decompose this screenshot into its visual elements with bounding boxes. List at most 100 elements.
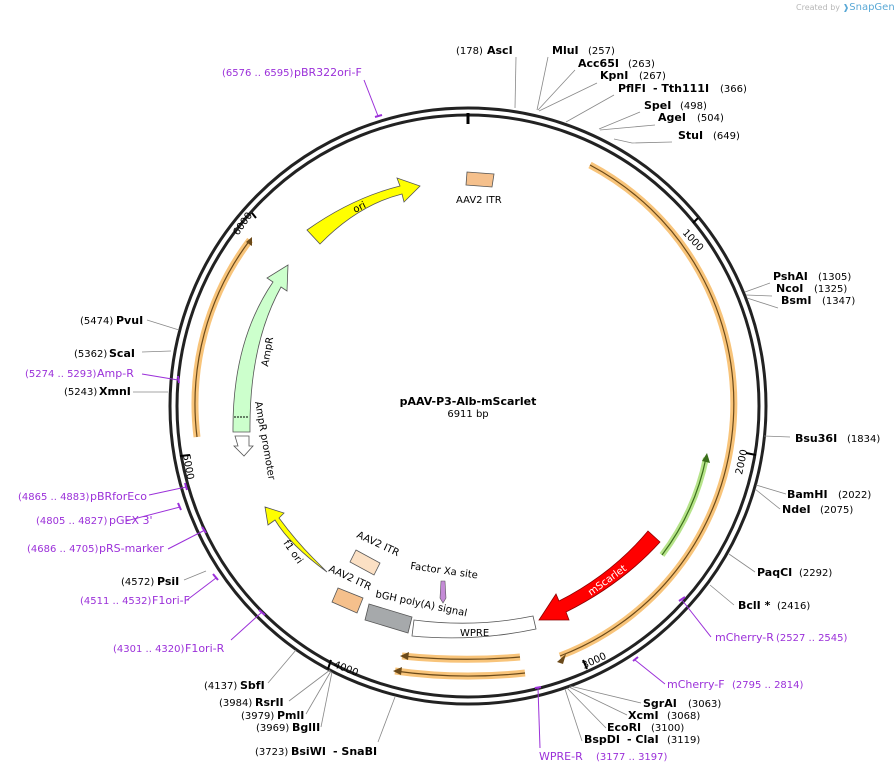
plasmid-name: pAAV-P3-Alb-mScarlet [400,395,537,408]
factor-xa-feature [439,580,447,604]
enzyme-pvuI-pos: (5474) [80,316,113,327]
enzyme-bamHI-pos: (2022) [838,490,871,501]
orf-arc-left-line [194,239,251,438]
enzyme-sbfI: SbfI [240,679,265,692]
enzyme-claI: - ClaI [627,733,659,746]
enzyme-bsiWI: BsiWI [291,745,326,758]
plasmid-size: 6911 bp [447,409,488,420]
orf-arc-bottom2-line [394,670,526,677]
primer-f1ori-f: F1ori-F [152,594,190,607]
aav2-itr-mid-feature [349,549,381,576]
snapgene-logo-icon: ❱ [842,3,850,12]
primer-pgex3-range: (4805 .. 4827) [36,516,108,527]
wpre-label: WPRE [460,628,489,639]
enzyme-sbfI-pos: (4137) [204,681,237,692]
enzyme-stuI-pos: (649) [713,131,740,142]
orf-arc-bottom1-line [401,655,521,660]
mscarlet-feature [538,530,661,621]
enzyme-rsrII-pos: (3984) [219,698,252,709]
enzyme-pflFI-pos: (366) [720,84,747,95]
enzyme-paqCI: PaqCI [757,566,792,579]
enzyme-scaI-pos: (5362) [74,349,107,360]
primer-mcherry-r: mCherry-R [715,631,774,644]
enzyme-psiI-pos: (4572) [121,577,154,588]
enzyme-acc65I: Acc65I [578,57,619,70]
primer-mcherry-f-range: (2795 .. 2814) [732,680,804,691]
f1-ori-feature [264,506,328,573]
tick-5000: 5000 [180,454,195,481]
enzyme-bglII-pos: (3969) [256,723,289,734]
ampr-label: AmpR [260,336,276,367]
aav2-itr-low-feature [331,587,364,614]
enzyme-stuI: StuI [678,129,703,142]
enzyme-bclI-pos: (2416) [777,601,810,612]
enzyme-pshAI-pos: (1305) [818,272,851,283]
enzyme-psiI: PsiI [157,575,179,588]
primer-f1ori-f-range: (4511 .. 4532) [80,596,152,607]
enzyme-kpnI: KpnI [600,69,628,82]
enzyme-bamHI: BamHI [787,488,828,501]
green-orf-arc-line [661,457,707,556]
backbone-outer [168,106,768,706]
enzyme-xmnI-pos: (5243) [64,387,97,398]
enzyme-ascI-pos: (178) [456,46,483,57]
factor-xa-label: Factor Xa site [410,561,479,581]
enzyme-pflFI: PflFI [618,82,646,95]
credit: Created by ❱SnapGene [796,2,894,13]
enzyme-labels: (178) AscI MluI (257) Acc65I (263) KpnI … [64,44,880,758]
enzyme-ncoI: NcoI [776,282,803,295]
primer-pbr322ori-f: pBR322ori-F [294,66,362,79]
primer-prs-marker: pRS-marker [99,542,164,555]
enzyme-bspDI: BspDI [584,733,620,746]
enzyme-bsiWI-pos: (3723) [255,747,288,758]
enzyme-sgrAI-pos: (3063) [688,699,721,710]
enzyme-snaBI: - SnaBI [333,745,377,758]
ampr-promoter-feature [233,435,254,457]
enzyme-ascI: AscI [487,44,513,57]
primer-amp-r: Amp-R [97,367,134,380]
bgh-polya-feature [364,603,413,634]
orf-arc-right-arrow [557,654,566,664]
enzyme-bglII: BglII [292,721,320,734]
enzyme-acc65I-pos: (263) [628,59,655,70]
enzyme-pmlI-pos: (3979) [241,711,274,722]
orf-arc-bottom1-arrow [400,652,409,660]
primer-mcherry-r-range: (2527 .. 2545) [776,633,848,644]
primer-marks [177,114,686,689]
primer-f1ori-r-range: (4301 .. 4320) [113,644,185,655]
orf-arc-right-line [559,164,735,657]
primer-wpre-r-range: (3177 .. 3197) [596,752,668,763]
primer-pbr322ori-f-range: (6576 .. 6595) [222,68,294,79]
aav2-itr-top-feature [465,171,495,188]
primer-prs-marker-range: (4686 .. 4705) [27,544,99,555]
f1-ori-label: f1 ori [281,538,305,566]
ori-feature [306,177,421,245]
enzyme-ageI-pos: (504) [697,113,724,124]
tick-6000-mark [251,212,257,219]
primer-labels: (6576 .. 6595) pBR322ori-F (5274 .. 5293… [18,66,848,763]
primer-pbrforeco: pBRforEco [90,490,147,503]
credit-prefix: Created by [796,3,841,12]
primer-pbrforeco-range: (4865 .. 4883) [18,492,90,503]
ampr-feature [232,264,289,433]
tick-2000: 2000 [734,448,750,475]
enzyme-tth111I: - Tth111I [653,82,709,95]
primer-amp-r-range: (5274 .. 5293) [25,369,97,380]
enzyme-ndeI: NdeI [782,503,811,516]
enzyme-speI-pos: (498) [680,101,707,112]
ampr-promoter-label: AmpR promoter [252,401,277,482]
tick-1000-mark [692,217,699,224]
tick-3000-mark [582,659,588,670]
enzyme-pshAI: PshAI [773,270,808,283]
enzyme-bsmI: BsmI [781,294,812,307]
enzyme-ecoRI: EcoRI [607,721,641,734]
enzyme-xmnI: XmnI [99,385,131,398]
enzyme-leaders [133,56,791,743]
credit-brand: SnapGene [849,2,894,13]
tick-5000-mark [179,454,191,457]
enzyme-rsrII: RsrII [255,696,284,709]
enzyme-mluI: MluI [552,44,579,57]
orf-arc-left-arrow [246,237,252,246]
enzyme-ecoRI-pos: (3100) [651,723,684,734]
